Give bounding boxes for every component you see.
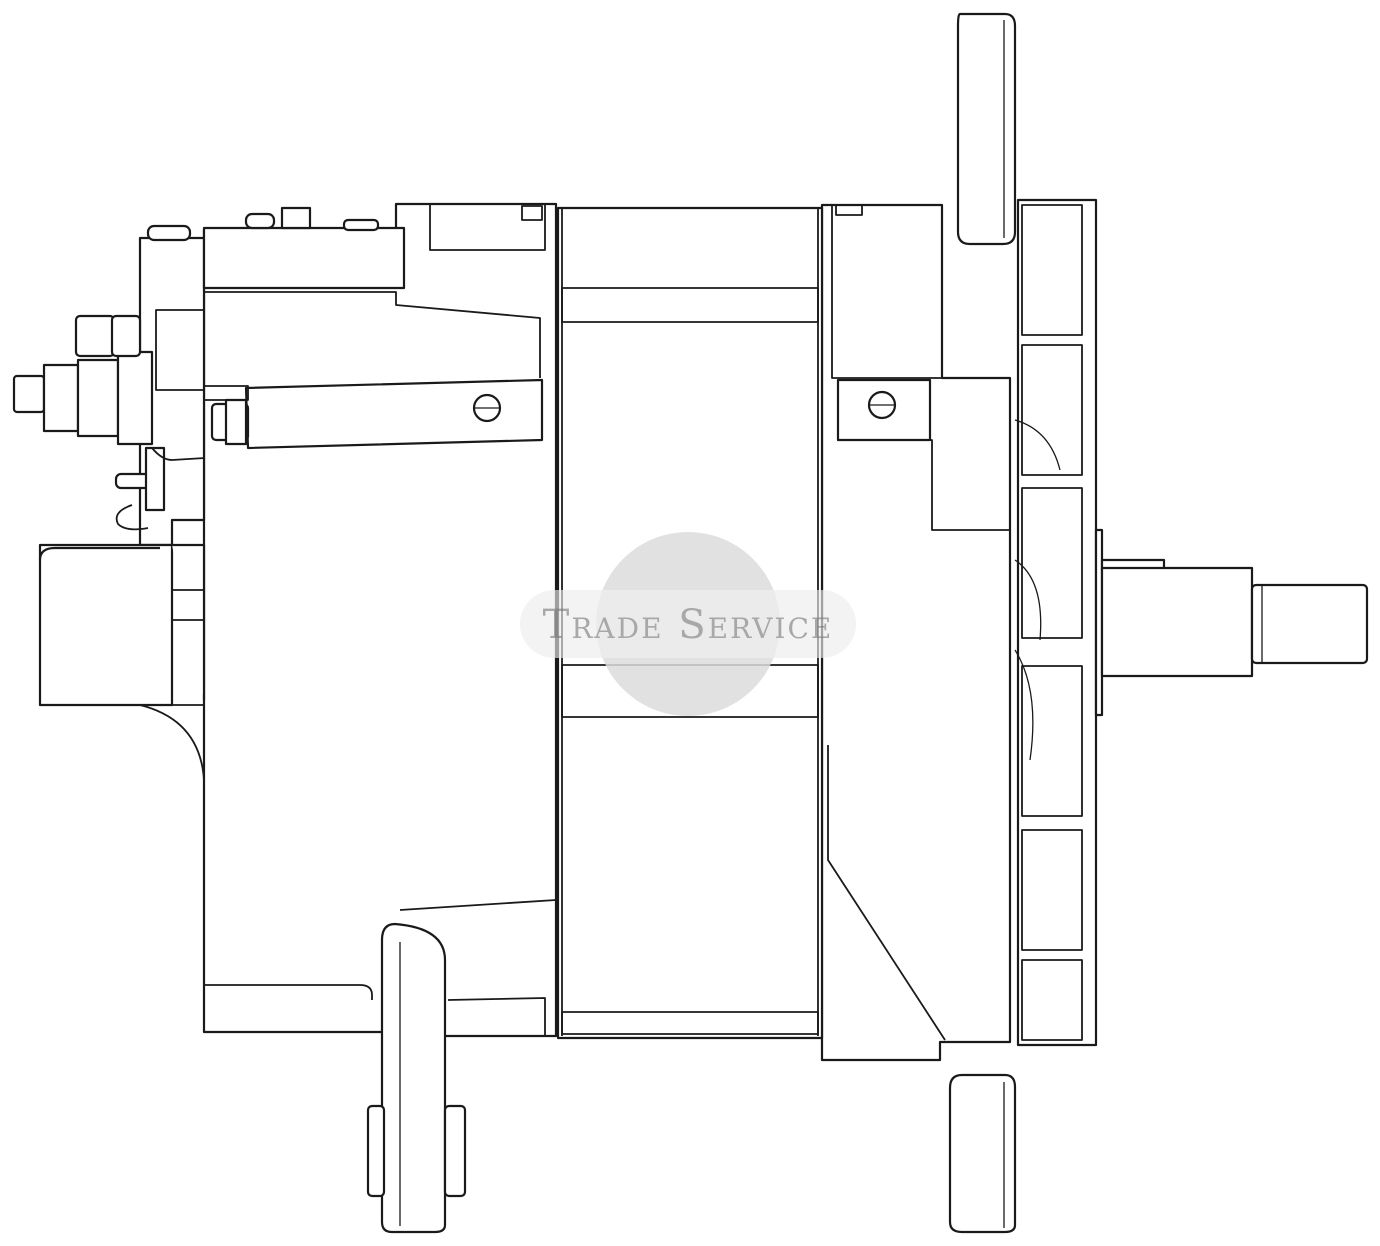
front-mounting-flange xyxy=(948,12,1017,1234)
rear-housing xyxy=(202,202,558,1038)
watermark-pill xyxy=(520,590,856,658)
trade-service-watermark: Trade Service xyxy=(520,532,856,716)
output-terminal-studs xyxy=(12,314,250,531)
cooling-fan xyxy=(1014,198,1098,1047)
drive-shaft xyxy=(1094,528,1369,717)
rear-mounting-foot xyxy=(366,922,467,1234)
watermark-text: Trade Service xyxy=(543,602,834,648)
rear-lower-housing xyxy=(38,543,206,781)
